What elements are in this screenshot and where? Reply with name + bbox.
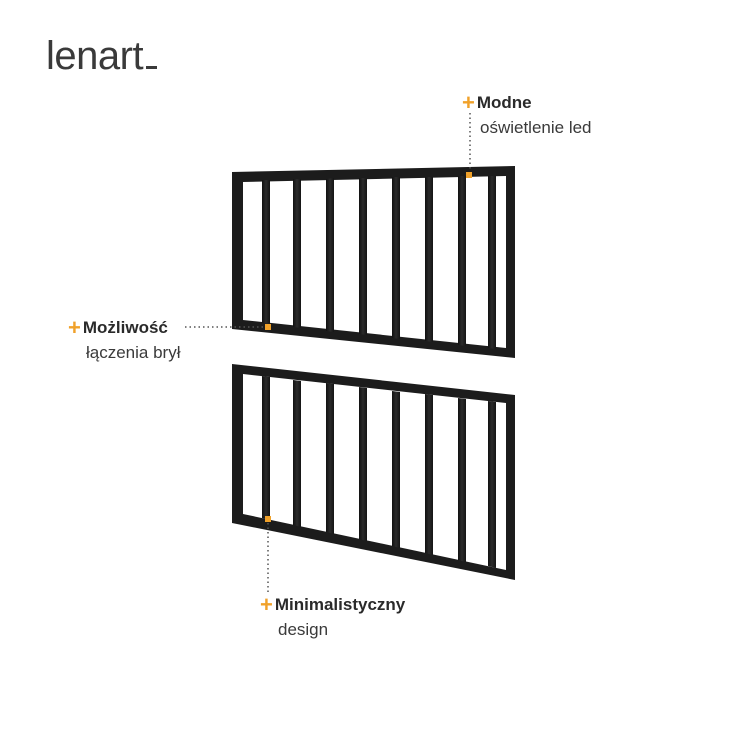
logo-underscore <box>146 66 158 69</box>
callout-title: Możliwość <box>82 318 168 337</box>
upper-bars <box>262 176 496 349</box>
plus-icon: + <box>260 592 273 617</box>
callout-connecting: +Możliwość łączenia brył <box>68 315 181 364</box>
callout-subtitle: oświetlenie led <box>480 118 592 138</box>
plus-icon: + <box>462 90 475 115</box>
callout-led-lighting: +Modne oświetlenie led <box>462 90 592 139</box>
upper-frame-inner <box>243 176 506 348</box>
callout-title: Minimalistyczny <box>274 595 406 614</box>
brand-logo-text: lenart <box>46 34 144 78</box>
brand-logo: lenart <box>46 34 158 78</box>
connector-marker <box>265 324 271 330</box>
lower-module <box>232 364 515 580</box>
callout-minimalist: +Minimalistyczny design <box>260 592 405 641</box>
led-marker <box>466 172 472 178</box>
upper-module <box>232 166 515 358</box>
callout-title: Modne <box>476 93 532 112</box>
plus-icon: + <box>68 315 81 340</box>
design-marker <box>265 516 271 522</box>
callout-subtitle: łączenia brył <box>86 343 181 363</box>
lower-frame-inner <box>243 374 506 570</box>
callout-subtitle: design <box>278 620 329 640</box>
leader-lines <box>185 113 471 595</box>
lower-bars <box>262 376 496 568</box>
